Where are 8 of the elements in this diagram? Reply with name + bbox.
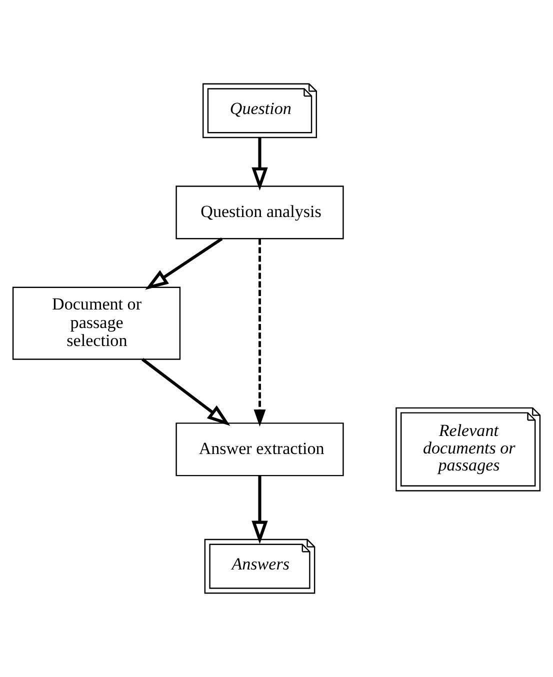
node-box: Document or passage selection xyxy=(12,286,181,360)
arrow xyxy=(145,238,223,290)
arrow xyxy=(254,238,266,427)
arrow xyxy=(141,358,230,426)
arrow xyxy=(252,138,268,191)
node-box: Answer extraction xyxy=(176,422,344,476)
arrow xyxy=(252,476,268,544)
node-box: Question analysis xyxy=(176,186,344,240)
